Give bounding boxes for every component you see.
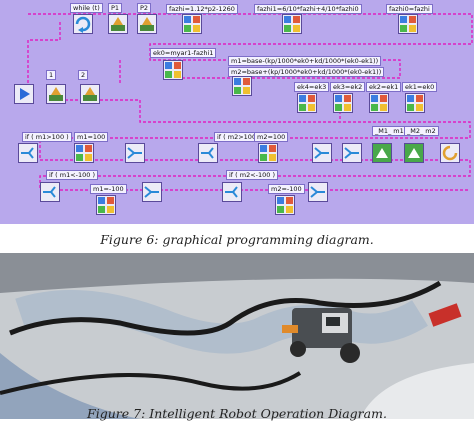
ek2-label: ek2=ek1 [366,82,402,92]
loop-icon [73,14,93,34]
branch-icon [222,182,242,202]
sensor-icon [80,84,100,104]
p2-label: P2 [137,3,152,13]
math-op-icon [258,143,278,163]
branch-icon [198,143,218,163]
fazhi-formula-label: fazhi=1.12*p2-1260 [166,4,238,14]
branch-icon [18,143,38,163]
m2-eqm100-label: m2=-100 [268,184,305,194]
m2-eq100-label: m2=100 [254,132,289,142]
figure-7-caption: Figure 7: Intelligent Robot Operation Di… [87,406,387,421]
math-op-icon [182,14,202,34]
math-op-icon [405,93,425,113]
loop-end-icon [440,143,460,163]
ek0-label: ek0=myar1-fazhi1 [150,48,217,58]
ek3-label: ek3=ek2 [330,82,366,92]
ek1-label: ek1=ek0 [402,82,438,92]
math-op-icon [333,93,353,113]
fazhi0-label: fazhi0=fazhi [386,4,433,14]
if-m2-lt-label: if ( m2<-100 ) [226,170,279,180]
ek4-label: ek4=ek3 [294,82,330,92]
figure-6-caption: Figure 6: graphical programming diagram. [100,232,374,247]
math-op-icon [232,76,252,96]
m1-eqm100-label: m1=-100 [90,184,127,194]
if-m1-gt-label: if ( m1>100 ) [22,132,72,142]
block-2-label: 2 [78,70,89,80]
math-op-icon [398,14,418,34]
math-op-icon [369,93,389,113]
motor-icon [404,143,424,163]
m1-eq100-label: m1=100 [74,132,109,142]
merge-icon [342,143,362,163]
block-1-label: 1 [46,70,57,80]
motor-icon [372,143,392,163]
sensor-icon [108,14,128,34]
math-op-icon [297,93,317,113]
merge-icon [308,182,328,202]
motor1-label: _M1_ m1 [372,126,407,136]
math-op-icon [96,195,116,215]
math-op-icon [74,143,94,163]
fazhi1-label: fazhi1=6/10*fazhi+4/10*fazhi0 [254,4,362,14]
motor2-label: _M2_ m2 [404,126,439,136]
m2-formula-label: m2=base+(kp/1000*ek0+kd/1000*(ek0-ek1)) [228,67,385,77]
robot-photo [0,253,474,419]
start-icon [14,84,34,104]
sensor-icon [46,84,66,104]
merge-icon [312,143,332,163]
m1-formula-label: m1=base-(kp/1000*ek0+kd/1000*(ek0-ek1)) [228,56,382,66]
merge-icon [125,143,145,163]
math-op-icon [163,60,183,80]
branch-icon [40,182,60,202]
p1-label: P1 [108,3,123,13]
if-m1-lt-label: if ( m1<-100 ) [46,170,99,180]
math-op-icon [282,14,302,34]
merge-icon [142,182,162,202]
math-op-icon [275,195,295,215]
programming-diagram: while (t) P1 P2 fazhi=1.12*p2-1260 fazhi… [0,0,474,224]
sensor-icon [137,14,157,34]
while-label: while (t) [70,3,103,13]
